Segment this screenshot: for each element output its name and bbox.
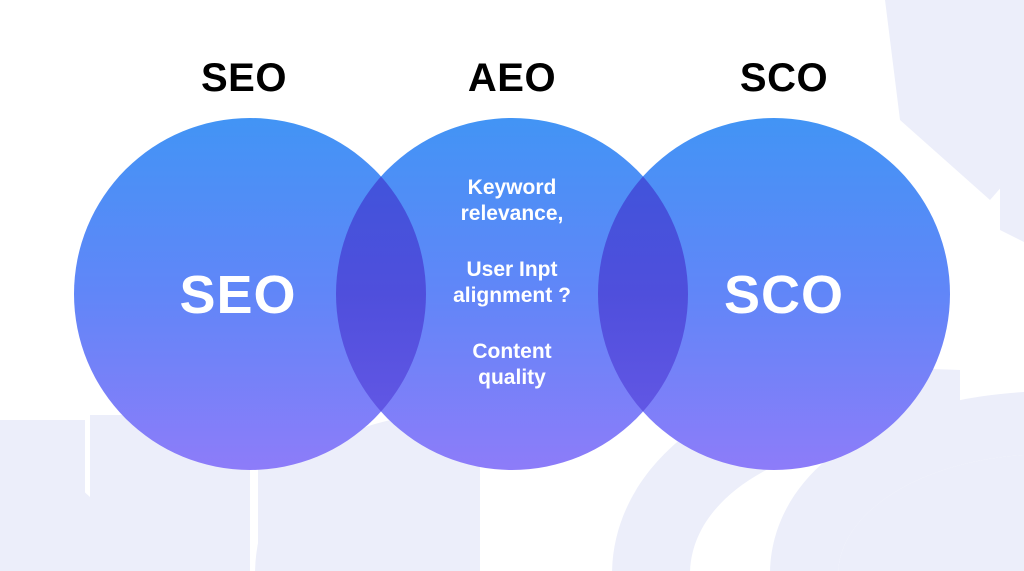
circle-sco[interactable]	[598, 118, 950, 470]
center-text-line: Keyword	[467, 176, 557, 199]
center-text-item-3: Content quality	[427, 339, 597, 391]
center-text-item-1: Keyword relevance,	[427, 175, 597, 227]
center-text-line: alignment ?	[453, 284, 571, 307]
center-text-group: Keyword relevance, User Inpt alignment ?…	[427, 175, 597, 391]
header-label-seo: SEO	[201, 56, 287, 100]
circle-seo[interactable]	[74, 118, 426, 470]
center-text-line: User Inpt	[466, 258, 558, 281]
center-text-item-2: User Inpt alignment ?	[427, 257, 597, 309]
center-text-line: quality	[478, 366, 546, 389]
center-text-line: relevance,	[460, 202, 564, 225]
circle-aeo[interactable]	[336, 118, 688, 470]
header-label-aeo: AEO	[467, 56, 557, 100]
header-label-sco: SCO	[739, 56, 829, 100]
circle-label-seo: SEO	[179, 265, 297, 325]
circle-label-sco: SCO	[723, 265, 845, 325]
center-text-line: Content	[472, 340, 552, 363]
